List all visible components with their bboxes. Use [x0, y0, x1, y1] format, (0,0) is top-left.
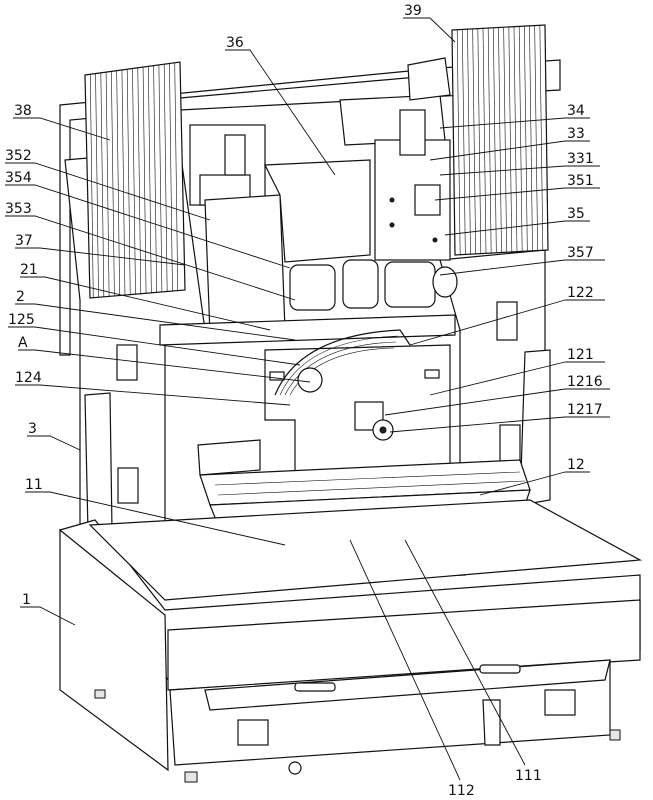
- bellows-fold: [174, 62, 179, 291]
- label-38: 38: [14, 103, 32, 119]
- label-39: 39: [404, 3, 422, 19]
- label-111: 111: [515, 768, 542, 784]
- bellows-fold: [539, 25, 544, 251]
- base-1: [59, 499, 643, 783]
- bellows-fold: [153, 65, 157, 293]
- left-head-35x: [189, 124, 286, 336]
- bellows-fold: [513, 26, 518, 252]
- bellows-cover-38: [84, 61, 186, 299]
- label-331: 331: [567, 151, 594, 167]
- bellows-fold: [508, 26, 513, 252]
- bellows-fold: [148, 66, 152, 293]
- label-34: 34: [567, 103, 585, 119]
- bellows-fold: [116, 70, 120, 296]
- bellows-fold: [456, 29, 461, 255]
- label-352: 352: [5, 148, 32, 164]
- bellows-fold: [169, 63, 173, 291]
- label-121: 121: [567, 347, 594, 363]
- bellows-fold: [477, 28, 482, 254]
- bellows-cover-right: [451, 24, 549, 256]
- bellows-fold: [126, 69, 131, 295]
- label-12: 12: [567, 457, 585, 473]
- bellows-fold: [518, 26, 523, 252]
- bellows-fold: [158, 64, 163, 292]
- bellows-fold: [142, 67, 147, 294]
- workpiece-holder-121: [264, 329, 451, 501]
- label-357: 357: [567, 245, 594, 261]
- label-1216: 1216: [567, 374, 603, 390]
- bellows-fold: [121, 69, 126, 295]
- bellows-fold: [132, 68, 136, 295]
- bellows-fold: [111, 71, 115, 296]
- bellows-fold: [95, 73, 99, 298]
- label-36: 36: [226, 35, 244, 51]
- label-2: 2: [16, 289, 25, 305]
- bellows-fold: [493, 27, 497, 253]
- roller-357: [289, 259, 458, 311]
- label-1217: 1217: [567, 402, 603, 418]
- bellows-fold: [487, 28, 492, 254]
- cross-plate-36: [264, 159, 371, 263]
- label-21: 21: [20, 262, 38, 278]
- bellows-fold: [498, 27, 502, 253]
- label-122: 122: [567, 285, 594, 301]
- bellows-fold: [105, 72, 110, 297]
- bellows-fold: [163, 64, 168, 292]
- bellows-fold: [534, 25, 538, 251]
- bellows-fold: [89, 74, 94, 298]
- crossbeam-21: [159, 314, 456, 346]
- bellows-fold: [529, 25, 533, 251]
- label-124: 124: [15, 370, 42, 386]
- label-35: 35: [567, 206, 585, 222]
- label-1: 1: [22, 592, 31, 608]
- bellows-fold: [524, 26, 528, 252]
- bellows-fold: [482, 28, 487, 254]
- label-11: 11: [25, 477, 43, 493]
- label-353: 353: [5, 201, 32, 217]
- label-37: 37: [15, 233, 33, 249]
- callout-labels: 39 36 34 33 331 351 35 357 122 121 1216 …: [5, 3, 603, 799]
- label-A: A: [18, 335, 28, 351]
- bellows-fold: [462, 29, 466, 255]
- bellows-fold: [503, 27, 507, 253]
- label-354: 354: [5, 170, 32, 186]
- bellows-fold: [137, 67, 142, 294]
- label-125: 125: [8, 312, 35, 328]
- label-33: 33: [567, 126, 585, 142]
- label-3: 3: [28, 421, 37, 437]
- leader-lines: [5, 17, 610, 781]
- label-112: 112: [448, 783, 475, 799]
- bellows-fold: [467, 29, 471, 255]
- label-351: 351: [567, 173, 594, 189]
- bellows-fold: [472, 28, 476, 254]
